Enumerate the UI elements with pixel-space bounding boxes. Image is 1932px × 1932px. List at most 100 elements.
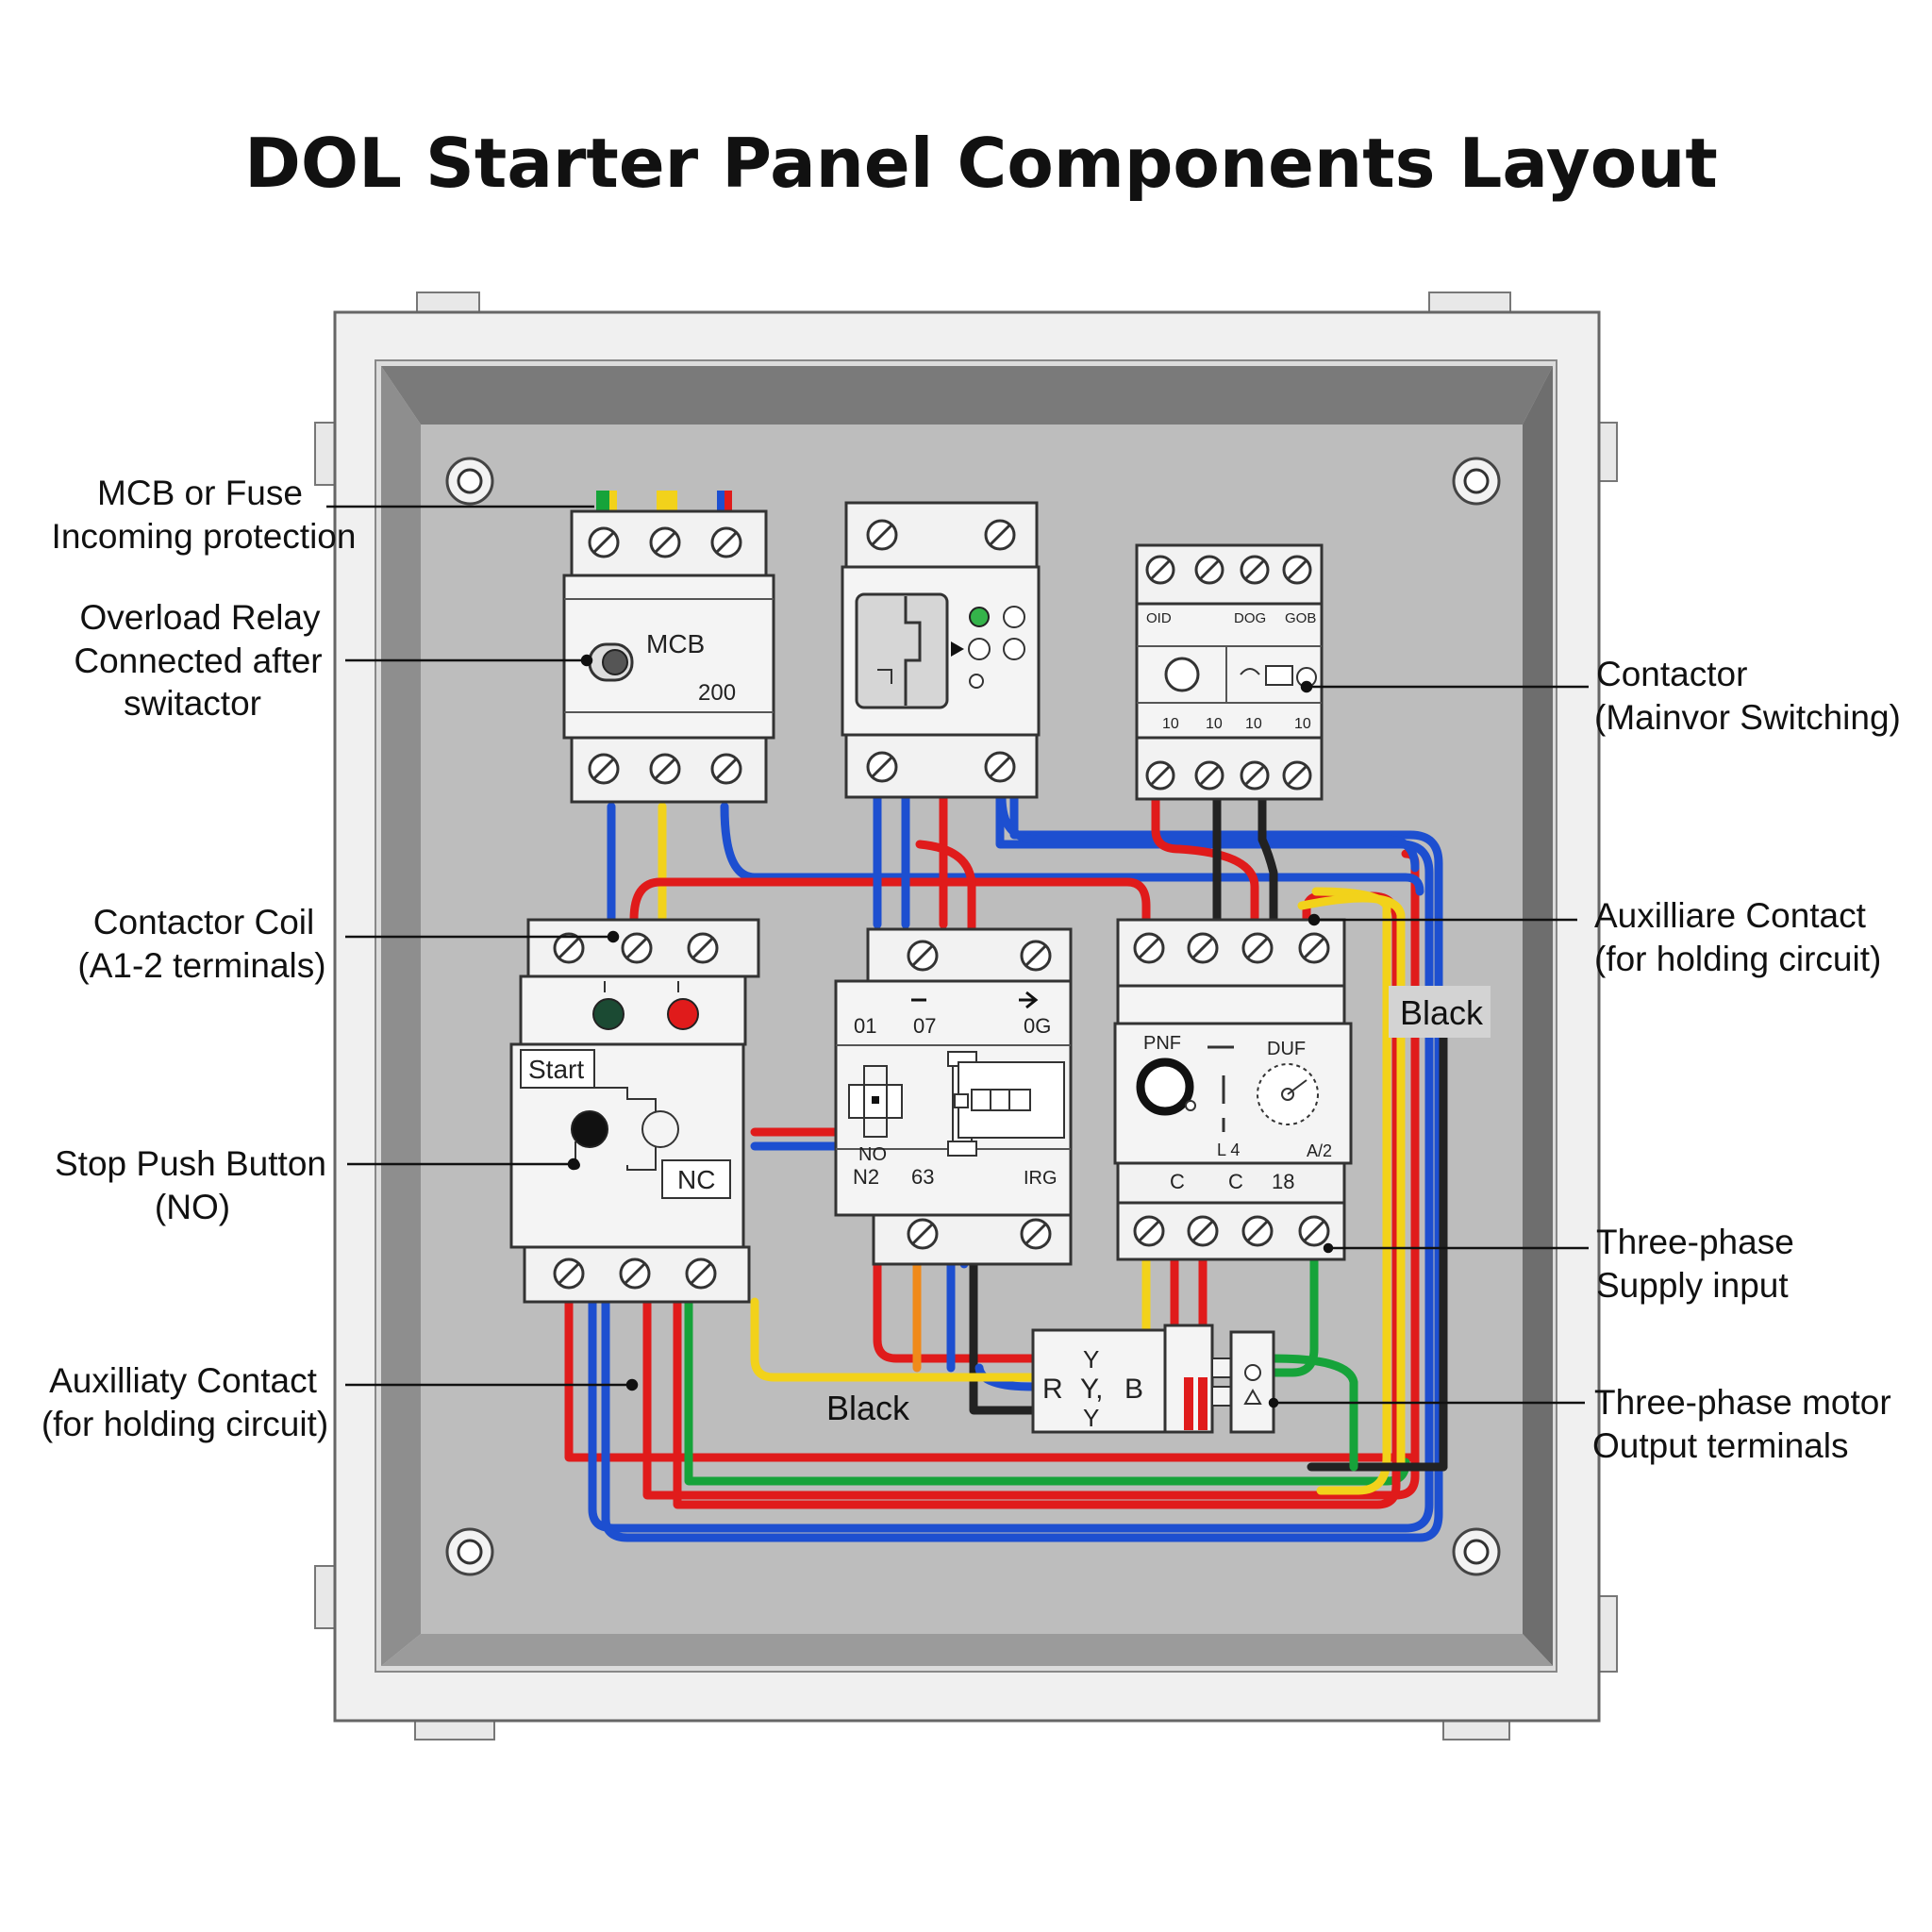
callout-stop-line1: Stop Push Button xyxy=(55,1144,326,1183)
screw-terminal-icon xyxy=(984,751,1016,783)
contactor-label-1: OID xyxy=(1146,610,1172,626)
screw-terminal-icon xyxy=(1020,940,1052,972)
contactor-bottom-4: 10 xyxy=(1294,716,1311,732)
screw-terminal-icon xyxy=(1241,932,1274,964)
aux-row2-2: 63 xyxy=(911,1165,934,1189)
mounting-screw-icon xyxy=(1452,1527,1501,1576)
mounting-screw-icon xyxy=(445,1527,494,1576)
mcb-label: MCB xyxy=(646,629,705,658)
overload-a2: A/2 xyxy=(1307,1141,1332,1160)
screw-terminal-icon xyxy=(588,753,620,785)
overload-pnf: PNF xyxy=(1143,1033,1181,1054)
screw-terminal-icon xyxy=(1240,555,1270,585)
start-button[interactable] xyxy=(571,1110,608,1148)
pushbutton-station: Start NC xyxy=(509,918,760,1304)
overload-duf: DUF xyxy=(1267,1039,1306,1059)
screw-terminal-icon xyxy=(1145,760,1175,791)
screw-terminal-icon xyxy=(553,1257,585,1290)
current-setting-dial-icon[interactable] xyxy=(1257,1063,1319,1125)
aux-row1-1: 01 xyxy=(854,1014,876,1038)
screw-terminal-icon xyxy=(710,753,742,785)
screw-terminal-icon xyxy=(1133,932,1165,964)
screw-terminal-icon xyxy=(588,526,620,558)
screw-terminal-icon xyxy=(621,932,653,964)
screw-terminal-icon xyxy=(1187,932,1219,964)
screw-terminal-icon xyxy=(1187,1215,1219,1247)
nc-label: NC xyxy=(677,1165,715,1194)
indicator-lamp-red xyxy=(667,998,699,1030)
callout-overload-line2: Connected after xyxy=(74,641,322,680)
mounting-screw-icon xyxy=(1452,457,1501,506)
callout-mcb-line1: MCB or Fuse xyxy=(97,474,303,512)
motor-protector-device xyxy=(841,501,1041,799)
overload-relay-device: PNF DUF L 4 A/2 C C 18 xyxy=(1113,918,1353,1261)
screw-terminal-icon xyxy=(1282,555,1312,585)
screw-terminal-icon xyxy=(619,1257,651,1290)
screw-terminal-icon xyxy=(1240,760,1270,791)
wire-label-black-right: Black xyxy=(1400,993,1484,1032)
terminal-y-mid: Y, xyxy=(1080,1374,1103,1405)
stop-button[interactable] xyxy=(641,1110,679,1148)
screw-terminal-icon xyxy=(1145,555,1175,585)
callout-contactor-line2: (Mainvor Switching) xyxy=(1594,698,1901,737)
screw-terminal-icon xyxy=(907,940,939,972)
aux-row1-3: 0G xyxy=(1024,1014,1051,1038)
callout-mcb-line2: Incoming protection xyxy=(52,517,357,556)
terminal-y-top: Y xyxy=(1083,1345,1099,1374)
terminal-r: R xyxy=(1042,1374,1063,1405)
screw-terminal-icon xyxy=(685,1257,717,1290)
callout-coil-line1: Contactor Coil xyxy=(93,903,314,941)
mcb-toggle-icon[interactable] xyxy=(588,642,634,682)
terminal-b: B xyxy=(1124,1374,1143,1405)
screw-terminal-icon xyxy=(553,932,585,964)
callout-supply-line2: Supply input xyxy=(1596,1266,1789,1305)
callout-aux-left-line1: Auxilliaty Contact xyxy=(49,1361,318,1400)
motor-terminal-block: R Y Y, B Y xyxy=(1031,1324,1275,1434)
screw-terminal-icon xyxy=(649,526,681,558)
wire-label-bg xyxy=(1389,986,1491,1038)
callout-coil-line2: (A1-2 terminals) xyxy=(77,946,325,985)
terminal-y-bot: Y xyxy=(1083,1404,1099,1432)
callout-motor-line2: Output terminals xyxy=(1592,1426,1848,1465)
contactor-bottom-2: 10 xyxy=(1206,716,1223,732)
screw-terminal-icon xyxy=(1020,1218,1052,1250)
callout-leaders xyxy=(326,505,1589,1408)
screw-terminal-icon xyxy=(1133,1215,1165,1247)
reset-knob-icon[interactable] xyxy=(1136,1058,1196,1116)
screw-terminal-icon xyxy=(1298,1215,1330,1247)
callout-supply-line1: Three-phase xyxy=(1596,1223,1794,1261)
mcb-device: MCB 200 xyxy=(562,491,775,804)
screw-terminal-icon xyxy=(1194,555,1224,585)
wire-label-black-bottom: Black xyxy=(826,1389,910,1427)
contactor-bottom-1: 10 xyxy=(1162,716,1179,732)
overload-bottom-2: C xyxy=(1228,1170,1243,1193)
screw-terminal-icon xyxy=(1194,760,1224,791)
screw-terminal-icon xyxy=(1241,1215,1274,1247)
screw-terminal-icon xyxy=(687,932,719,964)
contactor-label-2: DOG xyxy=(1234,610,1266,626)
mcb-rating: 200 xyxy=(698,680,736,706)
overload-l4: L 4 xyxy=(1217,1141,1240,1159)
aux-row2-1: N2 xyxy=(853,1165,879,1189)
aux-row2-3: IRG xyxy=(1024,1168,1058,1189)
contactor-bottom-3: 10 xyxy=(1245,716,1262,732)
contactor-device: OID DOG GOB 10 10 10 10 xyxy=(1135,543,1324,801)
auxiliary-block: 01 07 0G NO N2 63 IRG xyxy=(834,927,1073,1266)
screw-terminal-icon xyxy=(984,519,1016,551)
screw-terminal-icon xyxy=(1298,932,1330,964)
screw-terminal-icon xyxy=(907,1218,939,1250)
indicator-lamp-green xyxy=(592,998,625,1030)
mounting-screw-icon xyxy=(445,457,494,506)
callout-overload-line1: Overload Relay xyxy=(79,598,321,637)
aux-no-label: NO xyxy=(858,1144,887,1165)
screw-terminal-icon xyxy=(1282,760,1312,791)
wiring xyxy=(564,788,1448,1542)
screw-terminal-icon xyxy=(866,519,898,551)
overload-bottom-1: C xyxy=(1170,1170,1185,1193)
page-title: DOL Starter Panel Components Layout xyxy=(244,124,1718,203)
callout-contactor-line1: Contactor xyxy=(1596,655,1747,693)
screw-terminal-icon xyxy=(710,526,742,558)
callout-stop-line2: (NO) xyxy=(155,1188,230,1226)
aux-row1-2: 07 xyxy=(913,1014,936,1038)
